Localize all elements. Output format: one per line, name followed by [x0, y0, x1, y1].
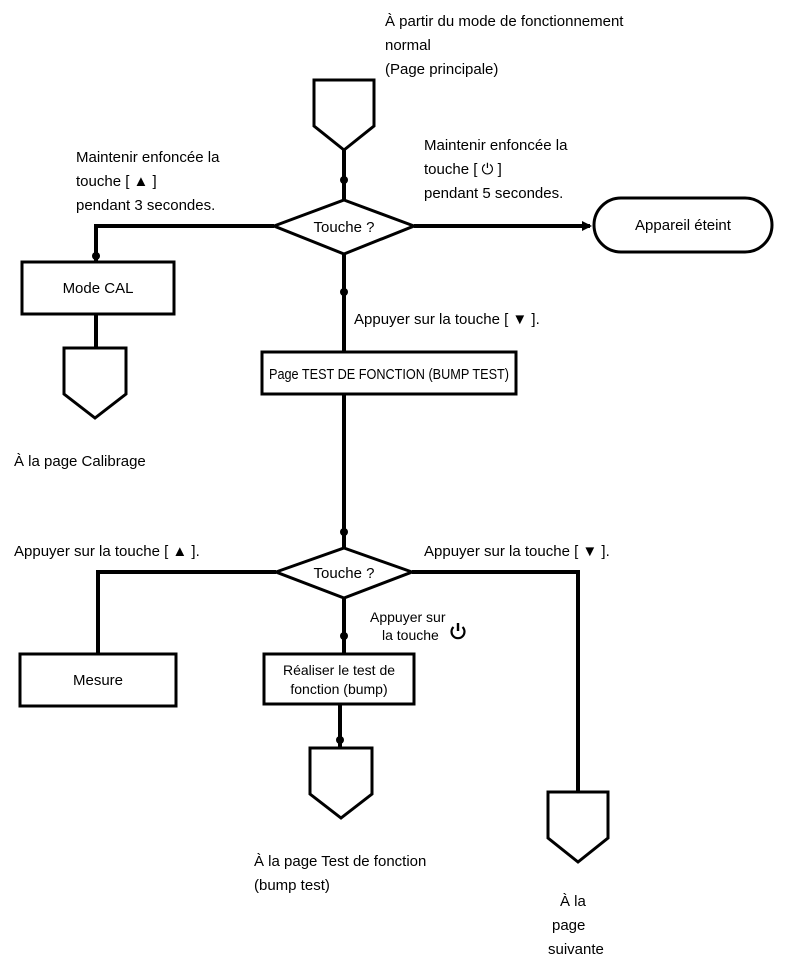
- to-calibration-text: À la page Calibrage: [14, 453, 146, 470]
- decision2-label: Touche ?: [314, 565, 375, 582]
- decision2-down-line1: Appuyer sur: [370, 609, 446, 625]
- bump-action-line1: Réaliser le test de: [283, 662, 395, 678]
- mode-cal-label: Mode CAL: [63, 280, 134, 297]
- decision2-down-line2: la touche: [382, 627, 439, 643]
- start-connector: [312, 78, 376, 152]
- start-text-line1: À partir du mode de fonctionnement: [385, 13, 624, 30]
- junction-dot: [340, 528, 348, 536]
- flow-line-to-measure: [96, 570, 276, 654]
- start-text-line2: normal: [385, 37, 431, 54]
- calibration-connector: [62, 346, 128, 420]
- measure-label: Mesure: [73, 672, 123, 689]
- start-text-line3: (Page principale): [385, 61, 498, 78]
- to-next-text-line1: À la: [560, 893, 587, 910]
- decision2-right-label: Appuyer sur la touche [ ▼ ].: [424, 543, 610, 560]
- decision1-left-line2: touche [ ▲ ]: [76, 173, 157, 190]
- to-next-text-line2: page: [552, 917, 585, 934]
- bump-action-line2: fonction (bump): [290, 681, 387, 697]
- decision1-left-line1: Maintenir enfoncée la: [76, 149, 220, 166]
- bump-page-label: Page TEST DE FONCTION (BUMP TEST): [269, 366, 509, 383]
- bump-action-box: [262, 652, 416, 706]
- decision1-right-line2: touche [ ⏻ ]: [424, 161, 502, 178]
- decision2-left-label: Appuyer sur la touche [ ▲ ].: [14, 543, 200, 560]
- next-page-connector: [546, 790, 610, 864]
- decision1-right-line3: pendant 5 secondes.: [424, 185, 563, 202]
- junction-dot: [92, 252, 100, 260]
- decision1-label: Touche ?: [314, 219, 375, 236]
- junction-dot: [340, 176, 348, 184]
- junction-dot: [340, 288, 348, 296]
- measure-box: [18, 652, 178, 708]
- bump-test-connector: [308, 746, 374, 820]
- bump-page-box: [260, 350, 518, 396]
- off-state-label: Appareil éteint: [635, 217, 732, 234]
- to-bump-text-line1: À la page Test de fonction: [254, 853, 426, 870]
- junction-dot: [340, 632, 348, 640]
- flow-line-to-mode-cal: [94, 224, 274, 262]
- off-state-terminal: [592, 196, 774, 254]
- power-icon: [450, 623, 466, 640]
- flow-line-to-next-page: [412, 570, 580, 792]
- junction-dot: [336, 736, 344, 744]
- to-bump-text-line2: (bump test): [254, 877, 330, 894]
- decision1-right-line1: Maintenir enfoncée la: [424, 137, 568, 154]
- decision1-left-line3: pendant 3 secondes.: [76, 197, 215, 214]
- decision1-down-label: Appuyer sur la touche [ ▼ ].: [354, 311, 540, 328]
- to-next-text-line3: suivante: [548, 941, 604, 958]
